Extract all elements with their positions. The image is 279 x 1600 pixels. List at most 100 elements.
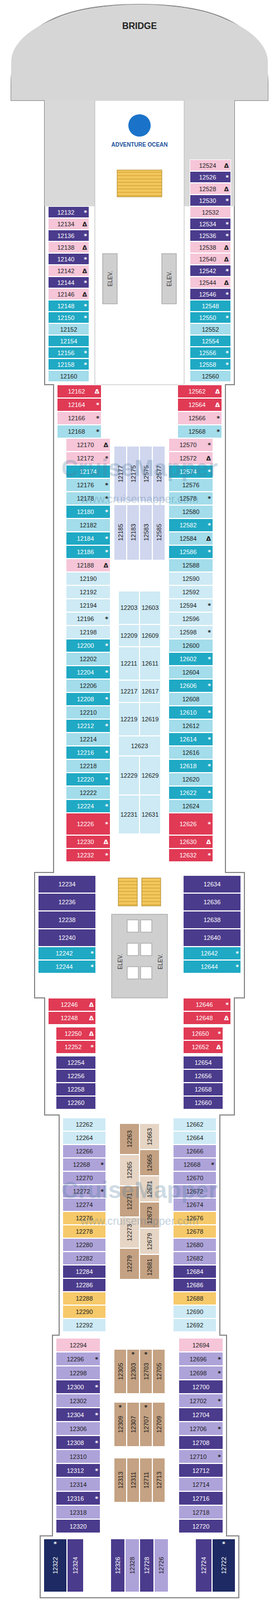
cabin-number: 12262 (75, 1122, 94, 1129)
cabin-number: 12673 (146, 1207, 153, 1225)
cabin-box: 12217 (118, 680, 140, 704)
cabin-number: 12654 (194, 1060, 213, 1067)
cabin-number: 12308 (66, 1440, 85, 1447)
cabin-number: 12306 (69, 1426, 88, 1433)
cabin-number: 12629 (141, 773, 160, 780)
cabin-number: 12623 (131, 743, 149, 750)
cabin-box: 12572Δ (168, 451, 214, 466)
cabin-number: 12722 (220, 1558, 228, 1576)
cabin-box: 12266 (62, 1145, 107, 1159)
kids-club-area: ADVENTURE OCEAN (103, 106, 176, 165)
cabin-number: 12530 (199, 197, 217, 204)
cabin-box: 12198 (65, 626, 111, 640)
cabin-number: 12612 (182, 723, 200, 730)
berth-symbol: * (207, 853, 211, 860)
berth-symbol: * (217, 1357, 221, 1364)
berth-symbol: * (207, 790, 211, 797)
cabin-box: 12276 (62, 1212, 107, 1226)
cabin-number: 12226 (77, 821, 95, 829)
cabin-number: 12592 (182, 589, 200, 596)
cabin-box: 12324 (66, 1540, 84, 1594)
cabin-box: 12611 (139, 647, 161, 681)
berth-symbol: * (207, 469, 211, 476)
berth-symbol: * (104, 723, 109, 730)
cabin-number: 12665 (146, 1155, 153, 1173)
cabin-box: 12309* (113, 1403, 127, 1449)
berth-symbol: Δ (223, 279, 229, 286)
cabin-number: 12526 (199, 174, 217, 181)
cabin-number: 12138 (57, 244, 75, 251)
cabin-box: 12200* (65, 639, 111, 653)
cabin-box: 12548 (189, 300, 232, 312)
berth-symbol: * (217, 1398, 221, 1406)
cabin-box: 12550* (189, 311, 232, 324)
cabin-number: 12303 (130, 1364, 137, 1382)
cabin-number: 12142 (57, 267, 75, 274)
cabin-number: 12185 (117, 524, 124, 542)
cabin-number: 12220 (77, 777, 95, 784)
cabin-box: 12182 (65, 518, 111, 533)
berth-symbol: * (217, 1031, 221, 1038)
cabin-number: 12644 (200, 964, 219, 971)
cabin-box: 12320 (55, 1520, 101, 1535)
cabin-number: 12234 (58, 882, 76, 889)
cabin-number: 12671 (146, 1181, 153, 1199)
cabin-number: 12680 (186, 1243, 204, 1250)
berth-symbol: * (104, 750, 109, 757)
cabin-number: 12702 (189, 1398, 208, 1406)
berth-symbol: * (104, 804, 109, 811)
cabin-box: 12224* (65, 800, 111, 814)
cabin-number: 12177 (117, 465, 124, 484)
hull-outline (11, 4, 268, 1600)
cabin-box: 12175 (126, 446, 140, 503)
cabin-box: 12658 (183, 1083, 224, 1098)
cabin-box: 12313 (113, 1459, 127, 1504)
cabin-number: 12540 (199, 256, 217, 263)
cabin-number: 12324 (72, 1558, 79, 1576)
berth-symbol: * (104, 549, 109, 556)
cabin-box: 12132* (47, 206, 90, 219)
cabin-box: 12196* (65, 612, 111, 627)
cabin-box: 12679 (139, 1229, 160, 1256)
cabin-box: 12176* (65, 478, 111, 493)
cabin-box: 12634 (183, 876, 242, 894)
cabin-box: 12562Δ (177, 385, 223, 399)
berth-symbol: * (207, 442, 211, 449)
cabin-box: 12544 Δ (189, 276, 232, 289)
cabin-number: 12696 (189, 1357, 208, 1364)
cabin-box: 12262 (62, 1118, 107, 1133)
cabin-number: 12246 (60, 1002, 79, 1009)
cabin-box: 12272* (62, 1185, 107, 1200)
cabin-number: 12190 (79, 576, 98, 583)
berth-symbol: Δ (88, 1016, 94, 1023)
cabin-number: 12576 (182, 482, 200, 489)
cabin-number: 12276 (75, 1216, 94, 1223)
cabin-number: 12280 (75, 1243, 94, 1250)
cabin-box: 12616 (168, 746, 214, 760)
cabin-number: 12544 (199, 279, 217, 286)
cabin-number: 12562 (188, 388, 206, 396)
cabin-box: 12304* (55, 1408, 101, 1423)
cabin-box: 12684 (172, 1266, 217, 1280)
berth-symbol: Δ (103, 442, 109, 449)
berth-symbol: Δ (214, 402, 220, 409)
berth-symbol: * (207, 496, 211, 503)
cabin-box: 12604 (168, 666, 214, 680)
cabin-box: 12186* (65, 545, 111, 560)
cabin-box: 12602* (168, 652, 214, 667)
cabin-box: 12244* (37, 960, 96, 975)
cabin-box: 12577 (152, 446, 166, 503)
cabin-box: 12270 (62, 1172, 107, 1186)
staircase (117, 170, 162, 197)
berth-symbol: * (83, 232, 88, 239)
berth-symbol: Δ (205, 536, 211, 543)
cabin-number: 12274 (75, 1203, 94, 1210)
cabin-number: 12724 (200, 1558, 208, 1576)
cabin-number: 12548 (201, 302, 220, 310)
cabin-box: 12192 (65, 585, 111, 600)
cabin-number: 12202 (79, 656, 98, 663)
berth-symbol: * (94, 1412, 99, 1419)
berth-symbol: * (104, 509, 109, 516)
cabin-box: 12185 (113, 504, 127, 561)
cabin-number: 12218 (79, 763, 98, 771)
